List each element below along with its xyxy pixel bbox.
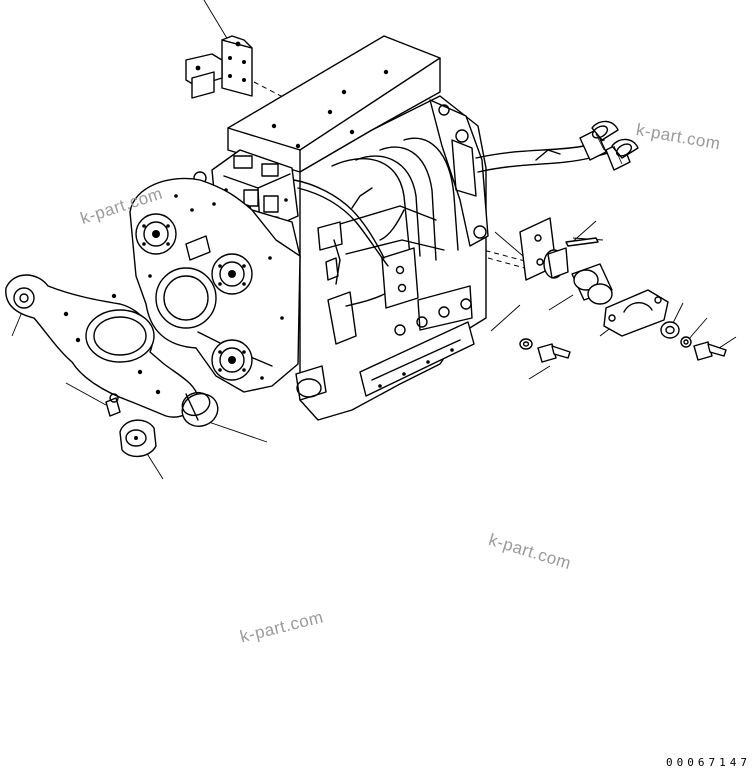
- mounting-bracket: [185, 35, 253, 99]
- torque-arm: [5, 274, 199, 418]
- cushion-mount: [119, 419, 157, 457]
- document-number: 00067147: [666, 756, 751, 769]
- bushing-sleeve: [571, 263, 613, 305]
- cap-saddle: [603, 289, 669, 337]
- grease-fitting: [105, 393, 121, 417]
- washers: [519, 321, 692, 350]
- wiring-harness: [293, 179, 405, 285]
- bushing-ring: [181, 391, 219, 427]
- transmission-housing: [227, 35, 489, 421]
- output-hose: [475, 120, 639, 173]
- front-gear-case: [129, 177, 301, 393]
- trunnion-bracket: [519, 217, 599, 281]
- bolts: [537, 341, 727, 363]
